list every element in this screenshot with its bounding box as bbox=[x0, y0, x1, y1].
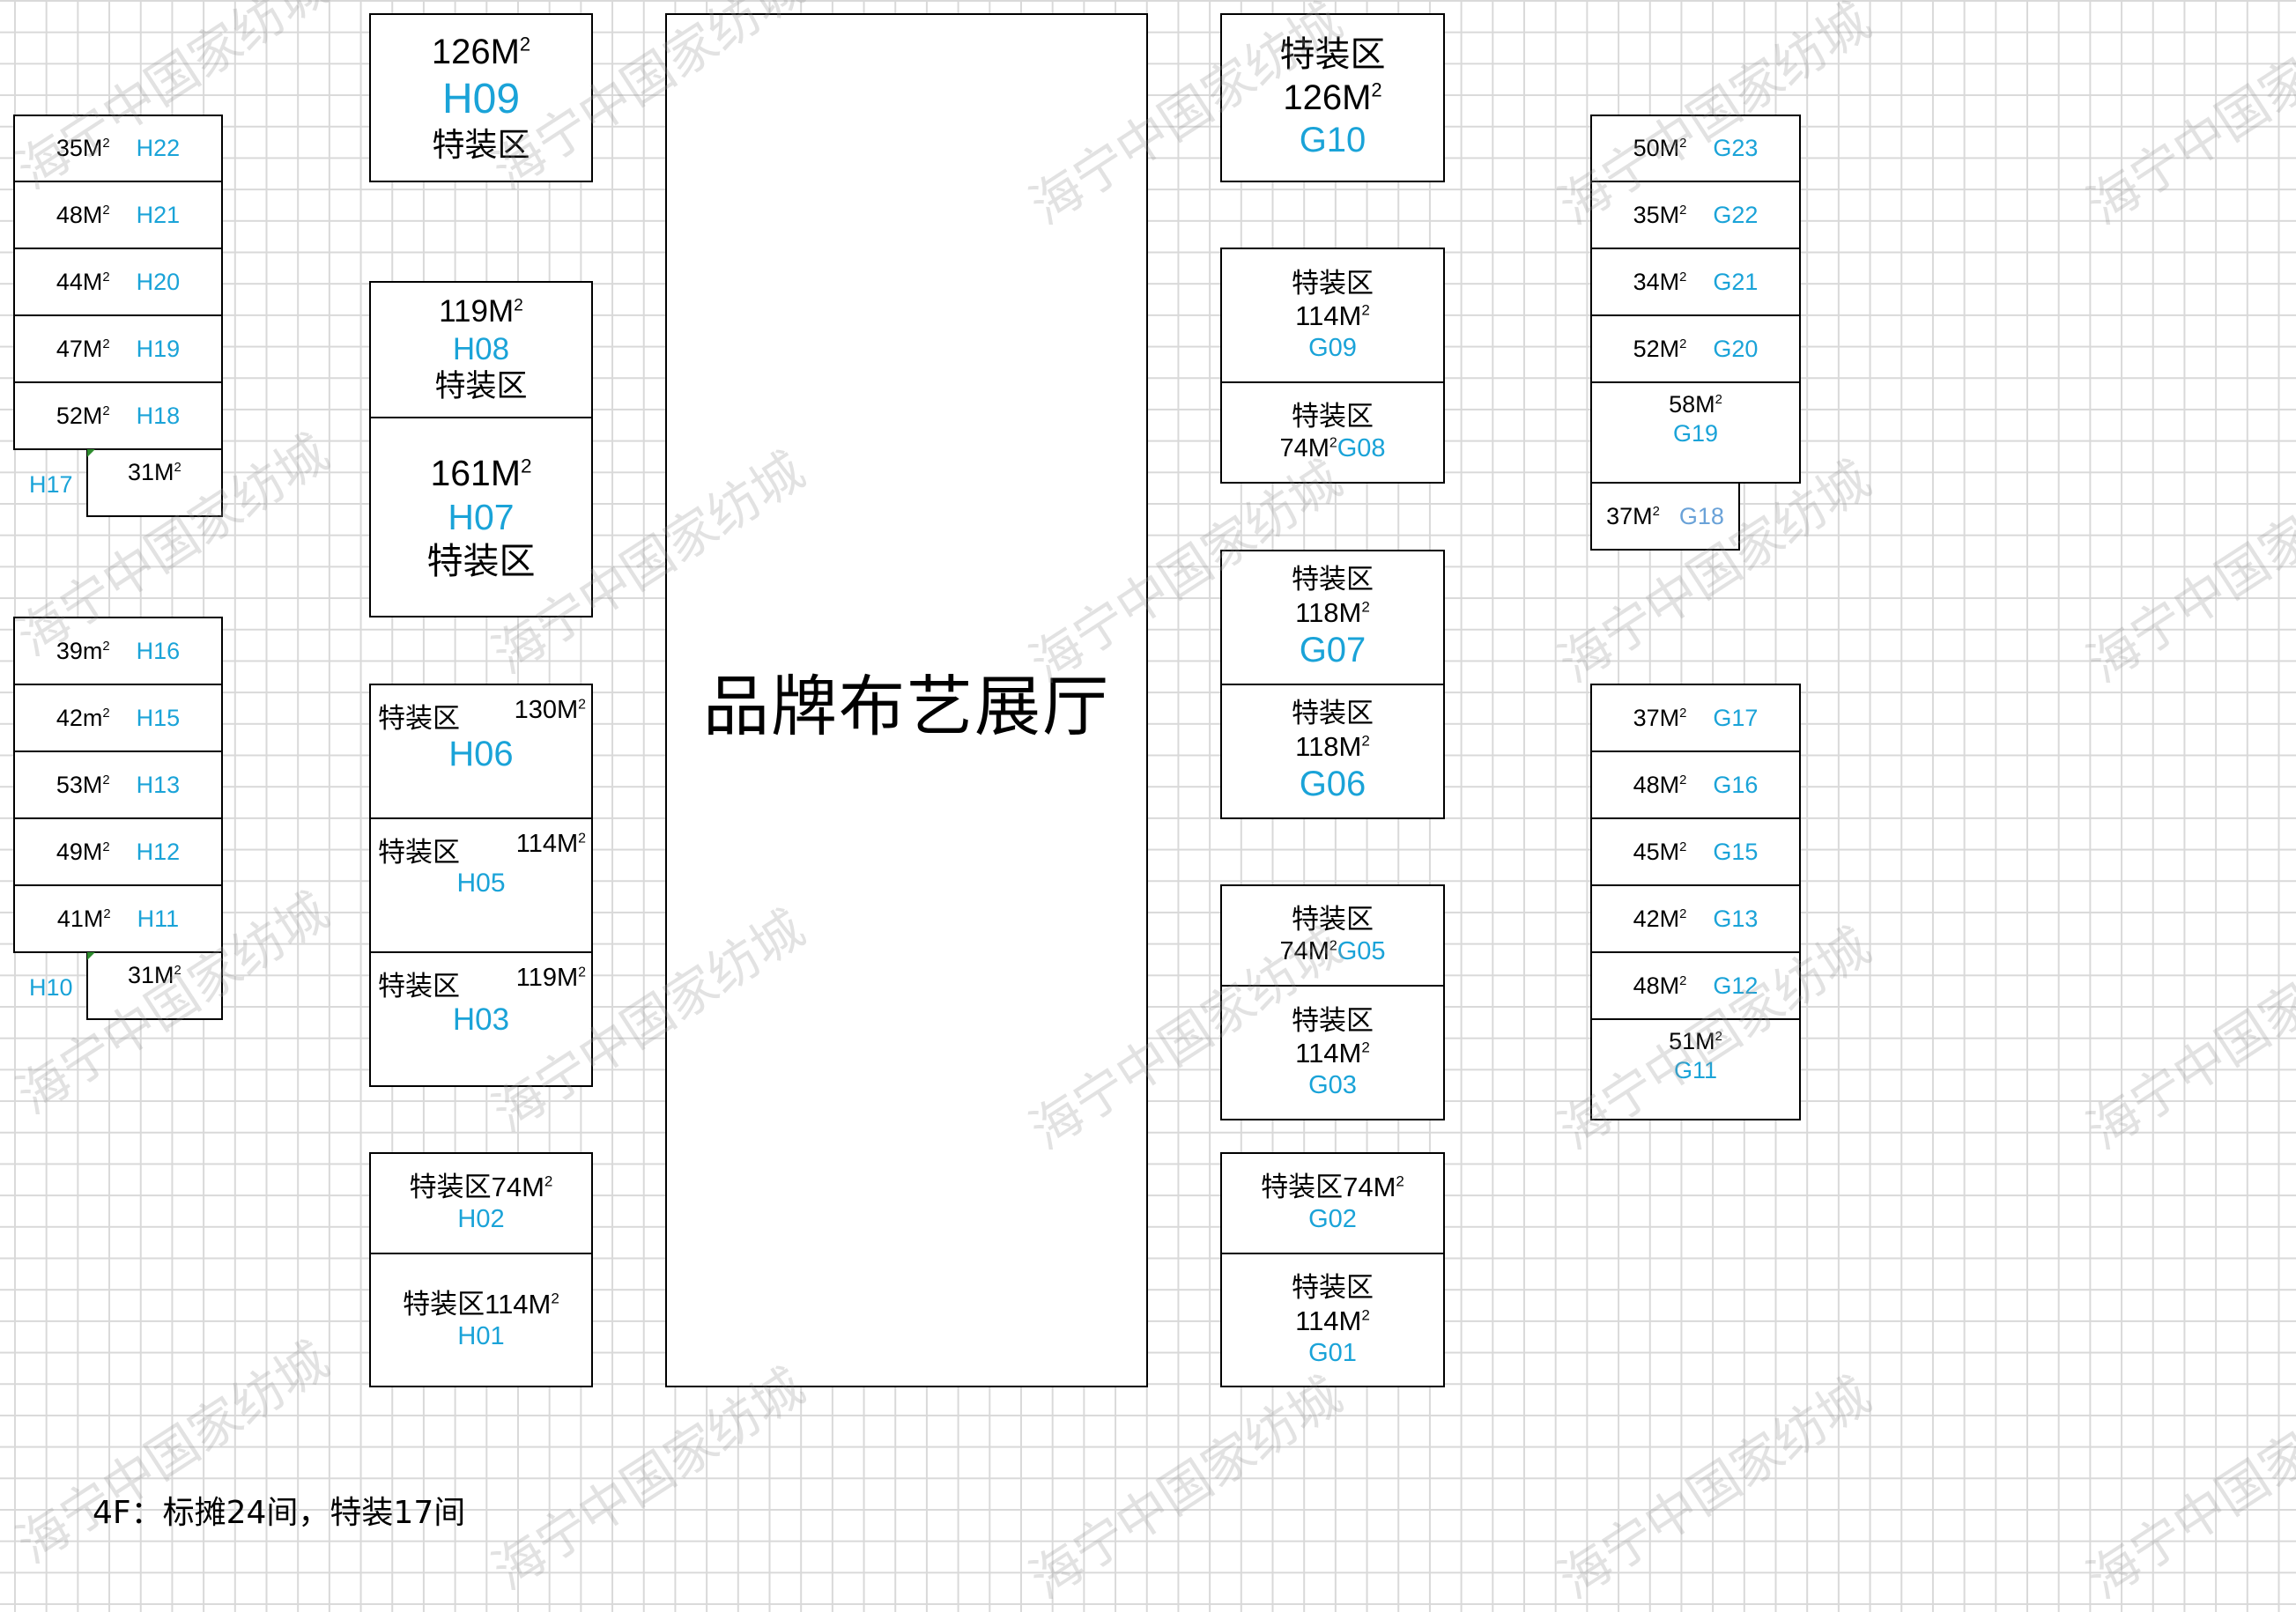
booth-h06[interactable]: 特装区 130M2 H06 bbox=[369, 684, 593, 819]
booth-h16[interactable]: 39m2 H16 bbox=[13, 617, 223, 685]
booth-g19[interactable]: 58M2 G19 bbox=[1590, 381, 1801, 484]
booth-g09[interactable]: 特装区 114M2 G09 bbox=[1220, 248, 1445, 383]
booth-g01[interactable]: 特装区 114M2 G01 bbox=[1220, 1253, 1445, 1387]
booth-g07[interactable]: 特装区 118M2 G07 bbox=[1220, 550, 1445, 685]
booth-g12[interactable]: 48M2 G12 bbox=[1590, 951, 1801, 1020]
booth-h10[interactable]: 31M2 bbox=[86, 951, 223, 1020]
booth-h02[interactable]: 特装区74M2 H02 bbox=[369, 1152, 593, 1254]
booth-h01[interactable]: 特装区114M2 H01 bbox=[369, 1253, 593, 1387]
booth-h22[interactable]: 35M2 H22 bbox=[13, 115, 223, 182]
booth-h19[interactable]: 47M2 H19 bbox=[13, 314, 223, 383]
booth-g22[interactable]: 35M2 G22 bbox=[1590, 181, 1801, 249]
watermark: 海宁中国家纺城 bbox=[2077, 448, 2296, 694]
booth-h09[interactable]: 126M2 H09 特装区 bbox=[369, 13, 593, 182]
booth-g21[interactable]: 34M2 G21 bbox=[1590, 248, 1801, 316]
floor-plan: 35M2 H22 48M2 H21 44M2 H20 47M2 H19 52M2… bbox=[6, 0, 2296, 1610]
booth-g03[interactable]: 特装区 114M2 G03 bbox=[1220, 985, 1445, 1120]
booth-h13[interactable]: 53M2 H13 bbox=[13, 751, 223, 819]
booth-h05[interactable]: 特装区 114M2 H05 bbox=[369, 817, 593, 953]
corner-marker bbox=[87, 952, 95, 960]
booth-h17[interactable]: 31M2 bbox=[86, 448, 223, 517]
booth-g20[interactable]: 52M2 G20 bbox=[1590, 314, 1801, 383]
booth-h07[interactable]: 161M2 H07 特装区 bbox=[369, 417, 593, 617]
booth-g08[interactable]: 特装区 74M2G08 bbox=[1220, 381, 1445, 484]
booth-h20[interactable]: 44M2 H20 bbox=[13, 248, 223, 316]
watermark: 海宁中国家纺城 bbox=[1019, 1364, 1352, 1610]
floor-summary-note: 4F：标摊24间，特装17间 bbox=[93, 1495, 466, 1531]
hall-label: 品牌布艺展厅 bbox=[702, 667, 1110, 745]
booth-h12[interactable]: 49M2 H12 bbox=[13, 817, 223, 886]
booth-g06[interactable]: 特装区 118M2 G06 bbox=[1220, 684, 1445, 819]
booth-g02[interactable]: 特装区74M2 G02 bbox=[1220, 1152, 1445, 1254]
booth-g11[interactable]: 51M2 G11 bbox=[1590, 1018, 1801, 1120]
watermark: 海宁中国家纺城 bbox=[2077, 915, 2296, 1161]
booth-h10-id: H10 bbox=[29, 974, 73, 1001]
booth-g15[interactable]: 45M2 G15 bbox=[1590, 817, 1801, 886]
booth-g16[interactable]: 48M2 G16 bbox=[1590, 751, 1801, 819]
corner-marker bbox=[87, 449, 95, 457]
booth-g18[interactable]: 37M2 G18 bbox=[1590, 482, 1740, 551]
watermark: 海宁中国家纺城 bbox=[2077, 0, 2296, 236]
brand-fabric-hall[interactable]: 品牌布艺展厅 bbox=[665, 13, 1148, 1387]
booth-g13[interactable]: 42M2 G13 bbox=[1590, 884, 1801, 953]
watermark: 海宁中国家纺城 bbox=[6, 1329, 339, 1575]
booth-g17[interactable]: 37M2 G17 bbox=[1590, 684, 1801, 752]
watermark: 海宁中国家纺城 bbox=[1548, 1364, 1881, 1610]
booth-h15[interactable]: 42m2 H15 bbox=[13, 684, 223, 752]
booth-h18[interactable]: 52M2 H18 bbox=[13, 381, 223, 450]
booth-g05[interactable]: 特装区 74M2G05 bbox=[1220, 884, 1445, 987]
booth-h11[interactable]: 41M2 H11 bbox=[13, 884, 223, 953]
watermark: 海宁中国家纺城 bbox=[2077, 1364, 2296, 1610]
booth-g10[interactable]: 特装区 126M2 G10 bbox=[1220, 13, 1445, 182]
booth-h21[interactable]: 48M2 H21 bbox=[13, 181, 223, 249]
booth-h17-id: H17 bbox=[29, 471, 73, 498]
booth-g23[interactable]: 50M2 G23 bbox=[1590, 115, 1801, 182]
booth-h03[interactable]: 特装区 119M2 H03 bbox=[369, 951, 593, 1087]
booth-h08[interactable]: 119M2 H08 特装区 bbox=[369, 281, 593, 418]
